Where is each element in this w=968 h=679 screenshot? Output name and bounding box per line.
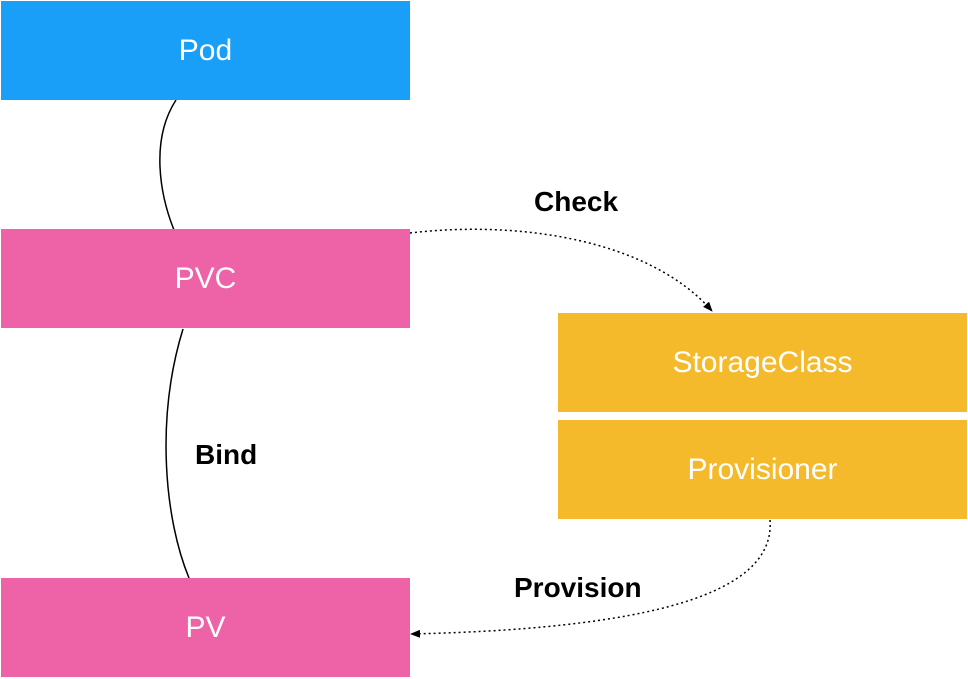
- bind-connector: [165, 328, 190, 579]
- pvc-node: PVC: [1, 229, 410, 328]
- storageclass-label: StorageClass: [672, 345, 853, 379]
- pv-node: PV: [1, 578, 410, 677]
- bind-edge-label: Bind: [195, 439, 258, 470]
- pod-label: Pod: [178, 33, 233, 67]
- pv-label: PV: [185, 610, 226, 644]
- check-edge-label: Check: [534, 186, 619, 217]
- provision-edge-label: Provision: [514, 572, 642, 603]
- provision-arrow: [410, 519, 771, 638]
- pod-node: Pod: [1, 1, 410, 100]
- provisioner-node: Provisioner: [558, 420, 967, 519]
- check-arrow: [409, 228, 713, 312]
- storageclass-node: StorageClass: [558, 313, 967, 412]
- pod-pvc-connector: [159, 99, 177, 231]
- pvc-label: PVC: [174, 261, 237, 295]
- provisioner-label: Provisioner: [687, 452, 838, 486]
